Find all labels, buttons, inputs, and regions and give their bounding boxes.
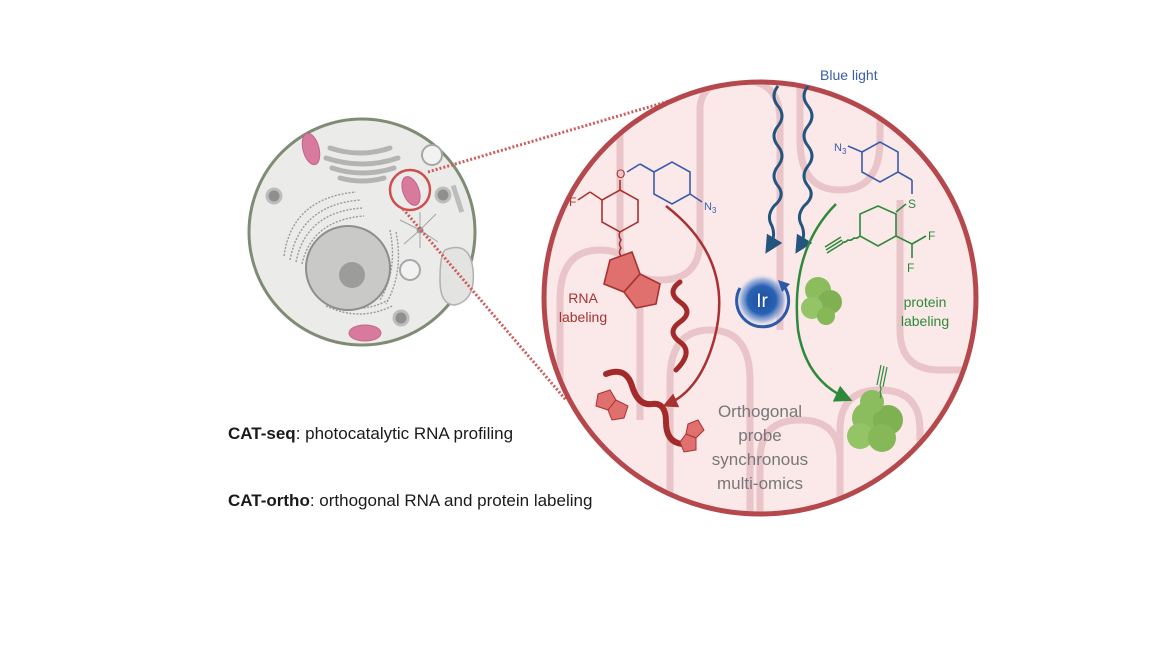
- catalytic-cycle-arrow: [735, 285, 791, 329]
- zoom-highlight-ring: [388, 168, 432, 212]
- center-text: Orthogonal probe synchronous multi-omics: [712, 402, 808, 493]
- center-text-line: probe: [738, 426, 781, 445]
- catalyst-label: Ir: [756, 291, 768, 312]
- rna-labeling-arrow: [662, 205, 721, 408]
- rna-probe-structure: F O N3: [569, 161, 717, 309]
- rna-strand-unlabeled: [670, 279, 690, 373]
- cytoskeleton-rod: [450, 184, 465, 213]
- iridium-catalyst: Ir: [735, 274, 791, 329]
- caption-cat-seq: CAT-seq: photocatalytic RNA profiling: [228, 424, 513, 444]
- lysosome: [421, 144, 443, 166]
- protein-labeling-label-line1: protein: [904, 294, 947, 310]
- mitochondrion-highlighted: [401, 176, 421, 206]
- light-ray-2: [795, 85, 814, 254]
- mitochondrion: [348, 324, 382, 342]
- attached-nucleobase-icon: [685, 419, 705, 439]
- sulfur-atom: S: [908, 197, 916, 211]
- nucleolus: [339, 262, 365, 288]
- center-text-line: multi-omics: [717, 474, 803, 493]
- attached-nucleobase-icon: [607, 399, 629, 421]
- rna-strand-labeled: [603, 368, 685, 447]
- protein-labeling-arrow: [795, 203, 853, 402]
- rna-labeling-label-line1: RNA: [568, 290, 598, 306]
- fluorine-atom: F: [569, 195, 576, 209]
- cycle-arrowhead-icon: [778, 280, 790, 292]
- vesicle: [265, 187, 283, 205]
- mitochondrion: [301, 132, 321, 166]
- fluorine-atom-2: F: [907, 261, 914, 275]
- lysosome: [399, 259, 421, 281]
- caption-cat-ortho: CAT-ortho: orthogonal RNA and protein la…: [228, 491, 592, 511]
- zoom-circle-border: [541, 79, 979, 517]
- protein-labeled: [847, 364, 903, 452]
- protein-labeling-label-line2: labeling: [901, 313, 949, 329]
- light-ray-1: [765, 85, 784, 254]
- center-text-line: synchronous: [712, 450, 808, 469]
- zoom-line-top: [427, 90, 701, 174]
- protein-probe-benzene-ring: [859, 205, 897, 247]
- blue-light-rays: [765, 85, 814, 254]
- blue-light-label: Blue light: [820, 67, 878, 83]
- vacuole: [439, 246, 475, 306]
- vesicle: [392, 309, 410, 327]
- catalyst-glow: [736, 274, 788, 326]
- caption-description: : photocatalytic RNA profiling: [295, 424, 514, 443]
- fluorine-atom-1: F: [928, 229, 935, 243]
- protein-probe-structure: N3 S F F: [824, 141, 935, 275]
- oxygen-atom: O: [616, 167, 625, 181]
- golgi-apparatus: [323, 145, 401, 184]
- caption-term: CAT-seq: [228, 424, 296, 443]
- rna-labeling-label-line2: labeling: [559, 309, 607, 325]
- cell-illustration: [247, 117, 477, 347]
- center-text-line: Orthogonal: [718, 402, 802, 421]
- protein-unlabeled: [801, 277, 842, 325]
- nucleobase-icon-ring2: [622, 273, 661, 309]
- vesicle: [434, 186, 452, 204]
- zoom-line-bottom: [401, 208, 568, 401]
- caption-term: CAT-ortho: [228, 491, 310, 510]
- caption-description: : orthogonal RNA and protein labeling: [309, 491, 593, 510]
- attached-nucleobase-icon: [679, 433, 697, 453]
